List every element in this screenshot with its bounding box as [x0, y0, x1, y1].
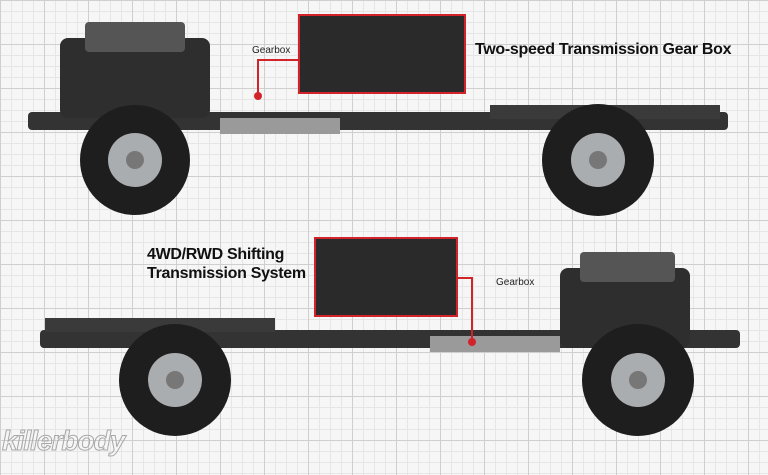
killerbody-logo: killerbody: [1, 425, 125, 457]
bottom-chassis: [40, 252, 740, 436]
gearbox-closeup-top: [298, 14, 466, 94]
bottom-title-line2: Transmission System: [147, 265, 306, 282]
bottom-gearbox-label: Gearbox: [496, 277, 535, 288]
gearbox-closeup-bottom: [314, 237, 458, 317]
top-title: Two-speed Transmission Gear Box: [475, 41, 732, 58]
bottom-title-line1: 4WD/RWD Shifting: [147, 246, 285, 263]
top-chassis: [28, 22, 728, 216]
top-gearbox-label: Gearbox: [252, 45, 291, 56]
